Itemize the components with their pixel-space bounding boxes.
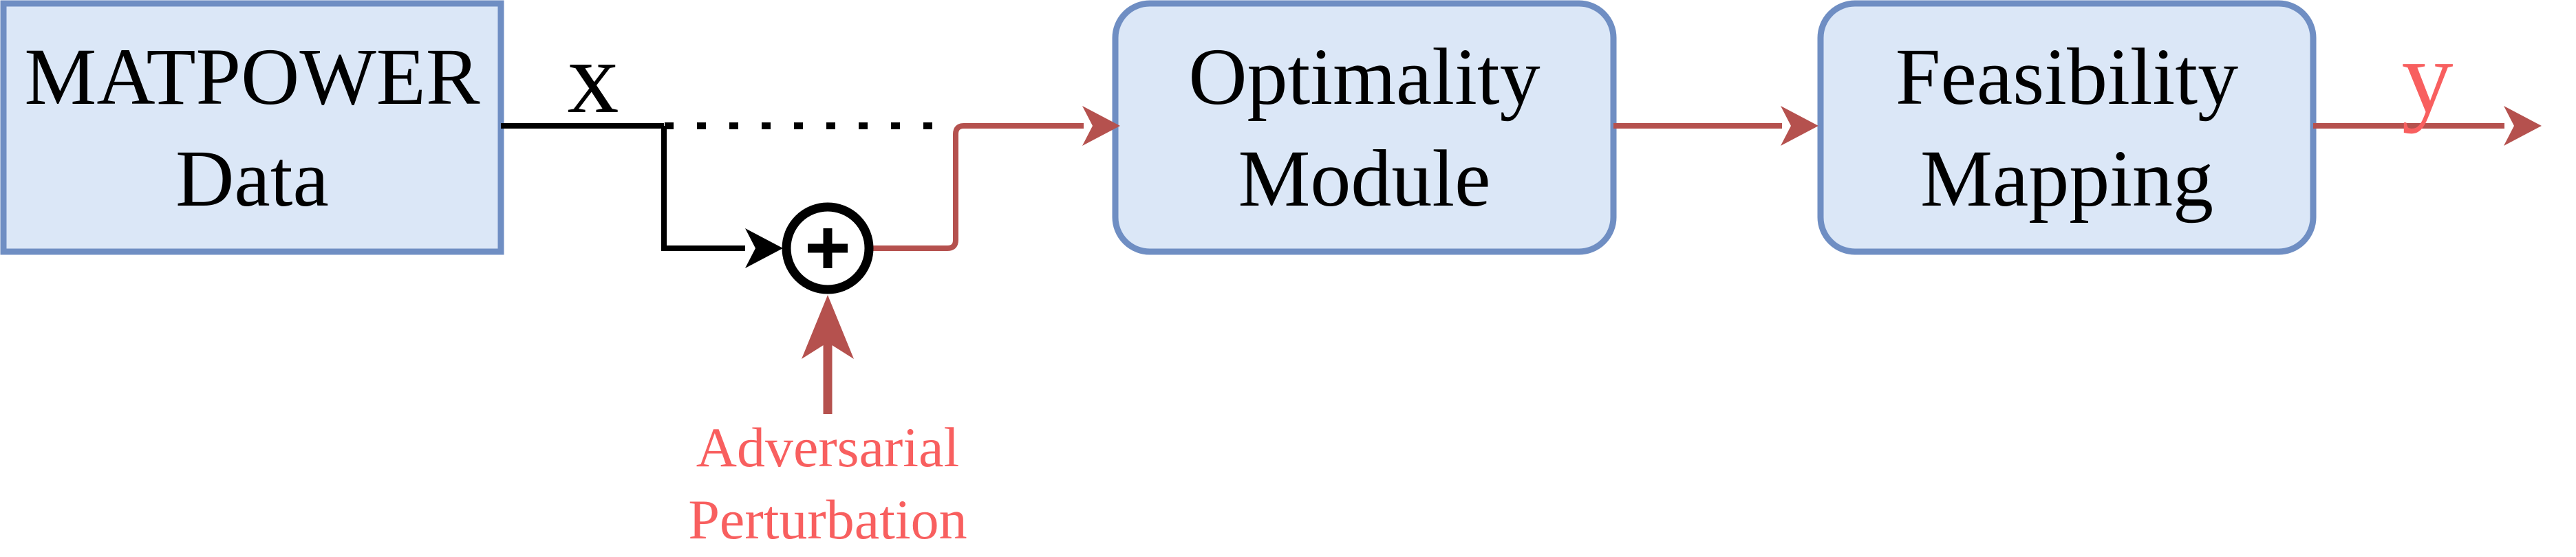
edge-branch-to-sum-line — [661, 126, 745, 251]
edge-sum-to-optimality-line — [871, 123, 1084, 251]
arrowhead-into-optimality-icon — [1082, 106, 1120, 146]
node-matpower-data — [0, 0, 504, 255]
edge-perturbation-stem — [823, 341, 833, 414]
node-feasibility-mapping — [1817, 0, 2317, 255]
arrowhead-into-feasibility-icon — [1781, 106, 1818, 146]
node-optimality-module — [1112, 0, 1617, 255]
arrowhead-output-icon — [2504, 106, 2542, 146]
arrowhead-into-sum-icon — [745, 228, 783, 268]
plus-icon — [823, 228, 833, 268]
arrowhead-perturbation-up-icon — [802, 295, 854, 359]
